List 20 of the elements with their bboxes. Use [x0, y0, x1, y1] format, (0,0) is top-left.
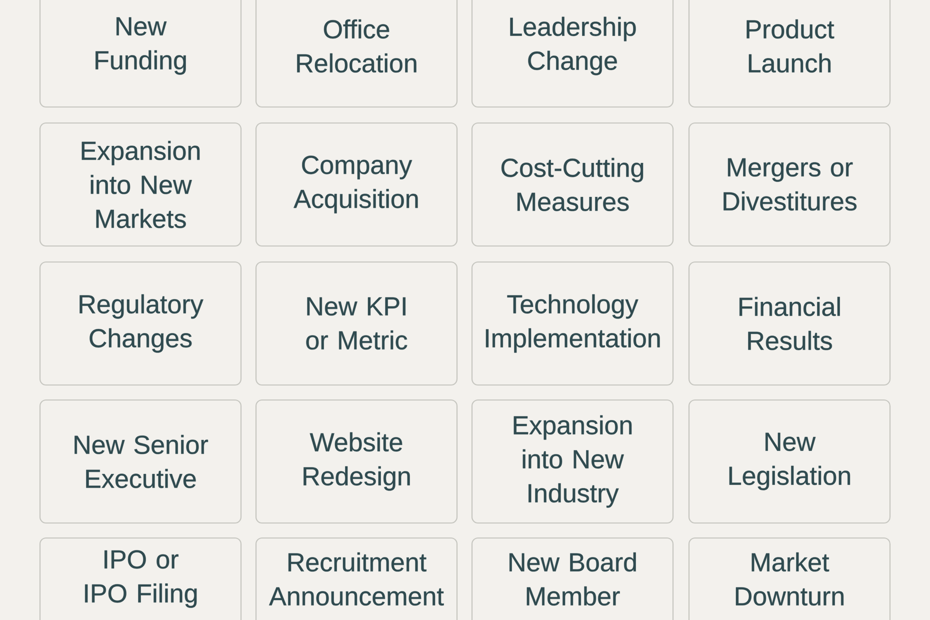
event-box: Mergers or Divestitures — [688, 122, 891, 247]
event-box: Recruitment Announcement — [255, 537, 458, 620]
event-box: Expansion into New Industry — [471, 399, 674, 524]
event-box: Financial Results — [688, 261, 891, 386]
event-box: Office Relocation — [255, 0, 458, 108]
event-box: Regulatory Changes — [39, 261, 242, 386]
event-box: Website Redesign — [255, 399, 458, 524]
event-box: Product Launch — [688, 0, 891, 108]
event-box: New KPI or Metric — [255, 261, 458, 386]
event-box: Cost-Cutting Measures — [471, 122, 674, 247]
event-box: Market Downturn — [688, 537, 891, 620]
event-box: Technology Implementation — [471, 261, 674, 386]
event-box: Leadership Change — [471, 0, 674, 108]
event-box: Company Acquisition — [255, 122, 458, 247]
event-box: New Board Member — [471, 537, 674, 620]
event-box: New Legislation — [688, 399, 891, 524]
event-box: New Senior Executive — [39, 399, 242, 524]
event-box: Expansion into New Markets — [39, 122, 242, 247]
event-box: IPO or IPO Filing — [39, 537, 242, 620]
event-box: New Funding — [39, 0, 242, 108]
